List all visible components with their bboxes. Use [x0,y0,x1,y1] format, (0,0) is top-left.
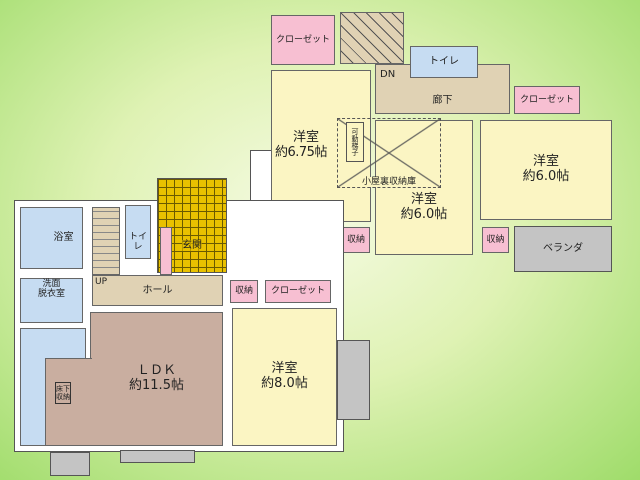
entrance-label: 玄関 [182,239,202,252]
closet-lower: クローゼット [265,280,331,303]
attic-label: 小屋裏収納庫 [361,176,416,187]
stairs-lower [92,207,120,275]
room-name: 洋室 [271,361,298,377]
veranda: ベランダ [514,226,612,272]
room-lower: 洋室約8.0帖 [232,308,337,446]
closet-upper-left: クローゼット [271,15,335,65]
room-upper-right: 洋室約6.0帖 [480,120,612,220]
storage-label: 収納 [486,234,505,245]
toilet-label: トイレ [429,56,459,68]
toilet-upper: トイレ [410,46,478,78]
room-size: 約8.0帖 [261,376,308,391]
bath: 浴室 [20,207,83,269]
closet-label: クローゼット [519,94,574,105]
storage-lower: 収納 [230,280,258,303]
ldk-name: ＬＤＫ [136,363,176,379]
dn-label: DN [380,69,396,80]
ldk-size: 約11.5帖 [129,378,184,393]
ladder-label: 可動梯子 [351,128,360,156]
underfloor-label: 床下 収納 [56,384,70,401]
room-name: 洋室 [293,130,320,146]
storage-label: 収納 [346,234,365,245]
up-label: UP [95,277,108,287]
closet-label: クローゼット [275,34,330,45]
corridor-label: 廊下 [432,95,453,107]
storage-upper-middle: 収納 [342,227,370,253]
porch [50,452,90,476]
room-name: 洋室 [410,191,437,207]
movable-ladder: 可動梯子 [346,122,364,162]
closet-label: クローゼット [270,286,325,297]
shoe-storage [160,227,172,275]
room-size: 約6.75帖 [275,145,327,160]
toilet-label: トイレ [128,231,147,252]
deck-east [337,340,370,420]
stairs-upper [340,12,404,64]
storage-upper-right: 収納 [482,227,509,253]
deck-south [120,450,195,463]
hall: UP ホール [92,275,223,306]
veranda-label: ベランダ [543,243,583,255]
bath-label: 浴室 [53,232,74,244]
toilet-lower: トイレ [125,205,151,259]
washroom: 洗面 脱衣室 [20,278,83,323]
washroom-label: 洗面 脱衣室 [37,279,65,300]
storage-label: 収納 [234,286,253,297]
underfloor-storage: 床下 収納 [55,382,71,404]
hall-label: ホール [142,284,173,296]
closet-upper-right: クローゼット [514,86,580,114]
room-size: 約6.0帖 [522,169,570,184]
room-size: 約6.0帖 [400,206,448,222]
room-name: 洋室 [532,154,559,170]
